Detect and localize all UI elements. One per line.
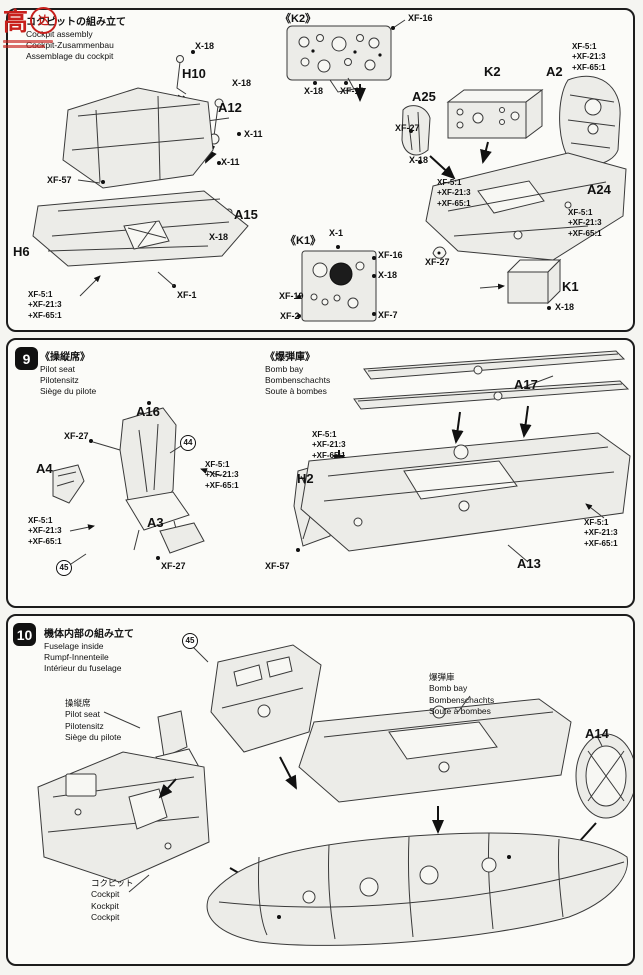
paint-label: XF-16 <box>378 250 403 260</box>
bomb-bay-heading: 《爆弾庫》 Bomb bay Bombenschachts Soute à bo… <box>265 348 330 397</box>
paint-label: XF-2 <box>280 311 300 321</box>
step-10-section: 10 機体内部の組み立て Fuselage inside Rumpf-Innen… <box>6 614 635 966</box>
cockpit-assembly-diagram <box>32 19 627 322</box>
heading-french: Assemblage du cockpit <box>26 51 114 62</box>
heading-japanese: 《爆弾庫》 <box>265 352 315 363</box>
heading-japanese: 《操縦席》 <box>40 352 90 363</box>
paint-label: XF-27 <box>64 431 89 441</box>
part-label: A14 <box>585 726 609 741</box>
paint-label: XF-27 <box>161 561 186 571</box>
part-label: K2 <box>484 64 501 79</box>
paint-label: XF-7 <box>378 310 398 320</box>
part-label: A17 <box>514 377 538 392</box>
circled-number: 45 <box>56 560 72 576</box>
paint-label: X-11 <box>221 157 240 167</box>
circled-number: 45 <box>182 633 198 649</box>
paint-label: XF-16 <box>408 13 433 23</box>
paint-label: XF-19 <box>340 86 365 96</box>
heading-english: Pilot seat <box>40 364 75 374</box>
section-heading: コクピットの組み立て Cockpit assembly Cockpit-Zusa… <box>26 13 126 62</box>
paint-label: XF-27 <box>425 257 450 267</box>
color-mix-label: XF-5:1 +XF-21:3 +XF-65:1 <box>28 290 62 320</box>
heading-japanese: 機体内部の組み立て <box>44 629 134 640</box>
paint-label: XF-19 <box>279 291 304 301</box>
watermark-emblem-icon: 达 <box>30 6 58 34</box>
sprue-tag: 《K1》 <box>285 235 322 247</box>
part-label: A15 <box>234 207 258 222</box>
heading-english: Bomb bay <box>265 364 304 374</box>
cockpit-note: コクピット Cockpit Kockpit Cockpit <box>91 878 134 923</box>
heading-french: Soute à bombes <box>265 386 327 397</box>
color-mix-label: XF-5:1 +XF-21:3 +XF-65:1 <box>584 518 618 548</box>
color-mix-label: XF-5:1 +XF-21:3 +XF-65:1 <box>437 178 471 208</box>
heading-english: Cockpit assembly <box>26 29 93 39</box>
paint-label: X-18 <box>409 155 429 165</box>
heading-german: Rumpf-Innenteile <box>44 652 109 663</box>
part-label: K1 <box>562 279 579 294</box>
pilot-seat-note: 操縦席 Pilot seat Pilotensitz Siège du pilo… <box>65 698 122 743</box>
color-mix-label: XF-5:1 +XF-21:3 +XF-65:1 <box>312 430 346 460</box>
part-label: H10 <box>182 66 206 81</box>
paint-label: X-18 <box>378 270 398 280</box>
cockpit-assembly-section: コクピットの組み立て Cockpit assembly Cockpit-Zusa… <box>6 8 635 332</box>
part-label: A4 <box>36 461 53 476</box>
bomb-bay-note: 爆弾庫 Bomb bay Bombenschachts Soute à bomb… <box>429 672 495 717</box>
step-9-number-badge: 9 <box>15 347 38 370</box>
paint-label: X-18 <box>555 302 575 312</box>
paint-label: X-11 <box>244 129 263 139</box>
heading-french: Intérieur du fuselage <box>44 663 122 674</box>
sprue-tag: 《K2》 <box>280 13 317 25</box>
paint-label: X-1 <box>329 228 344 238</box>
step-9-section: 9 《操縦席》 Pilot seat Pilotensitz Siège du … <box>6 338 635 608</box>
paint-label: X-18 <box>209 232 229 242</box>
paint-label: X-18 <box>232 78 252 88</box>
color-mix-label: XF-5:1 +XF-21:3 +XF-65:1 <box>205 460 239 490</box>
paint-label: XF-1 <box>177 290 197 300</box>
heading-japanese: コクピットの組み立て <box>26 17 126 28</box>
heading-german: Pilotensitz <box>40 375 79 386</box>
watermark-smalltext-bar <box>3 45 45 48</box>
part-label: A2 <box>546 64 563 79</box>
paint-label: XF-27 <box>395 123 420 133</box>
part-label: H6 <box>13 244 30 259</box>
part-label: A24 <box>587 182 611 197</box>
part-label: A16 <box>136 404 160 419</box>
part-label: H2 <box>297 471 314 486</box>
pilot-seat-heading: 《操縦席》 Pilot seat Pilotensitz Siège du pi… <box>40 348 96 397</box>
part-label: A13 <box>517 556 541 571</box>
color-mix-label: XF-5:1 +XF-21:3 +XF-65:1 <box>568 208 602 238</box>
color-mix-label: XF-5:1 +XF-21:3 +XF-65:1 <box>572 42 606 72</box>
part-label: A12 <box>218 100 242 115</box>
paint-label: XF-57 <box>265 561 290 571</box>
heading-german: Cockpit-Zusammenbau <box>26 40 114 51</box>
color-mix-label: XF-5:1 +XF-21:3 +XF-65:1 <box>28 516 62 546</box>
circled-number: 44 <box>180 435 196 451</box>
part-label: A25 <box>412 89 436 104</box>
paint-label: XF-57 <box>47 175 72 185</box>
watermark-smalltext-bar <box>3 40 53 43</box>
step-9-diagram <box>52 350 631 567</box>
heading-english: Fuselage inside <box>44 641 104 651</box>
paint-label: X-18 <box>304 86 324 96</box>
section-heading: 機体内部の組み立て Fuselage inside Rumpf-Innentei… <box>44 625 134 674</box>
watermark-character: 高 <box>3 8 29 36</box>
paint-label: X-18 <box>195 41 215 51</box>
step-10-number-badge: 10 <box>13 623 36 646</box>
watermark-logo: 高 达 <box>3 2 58 48</box>
part-label: A3 <box>147 515 164 530</box>
step-10-diagram <box>37 643 633 946</box>
heading-french: Siège du pilote <box>40 386 97 397</box>
heading-german: Bombenschachts <box>265 375 331 386</box>
